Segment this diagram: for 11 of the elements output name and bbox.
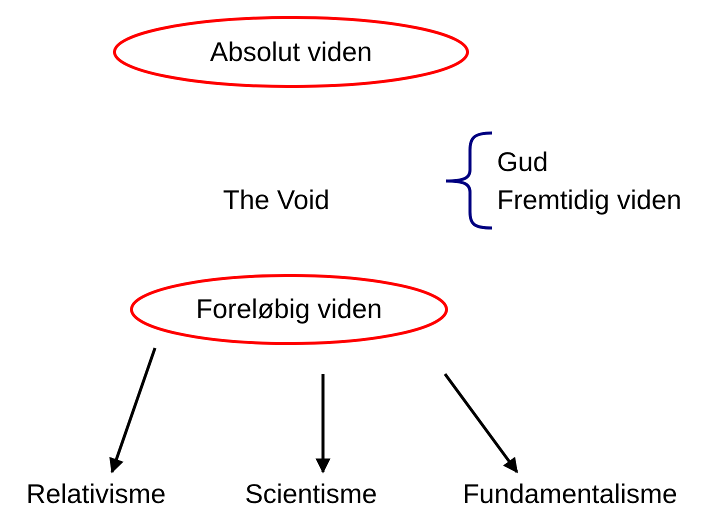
node-text: Fundamentalisme — [462, 478, 678, 509]
node-text: Relativisme — [26, 478, 166, 509]
arrow — [316, 374, 330, 474]
arrow — [444, 373, 518, 474]
text-label: Gud — [497, 146, 548, 178]
text-label: The Void — [223, 184, 330, 216]
node-text: Foreløbig viden — [196, 294, 382, 325]
node-text: Absolut viden — [210, 36, 372, 68]
node-text: Scientisme — [244, 478, 378, 509]
text-label: Fremtidig viden — [497, 184, 682, 216]
arrow — [109, 348, 156, 474]
